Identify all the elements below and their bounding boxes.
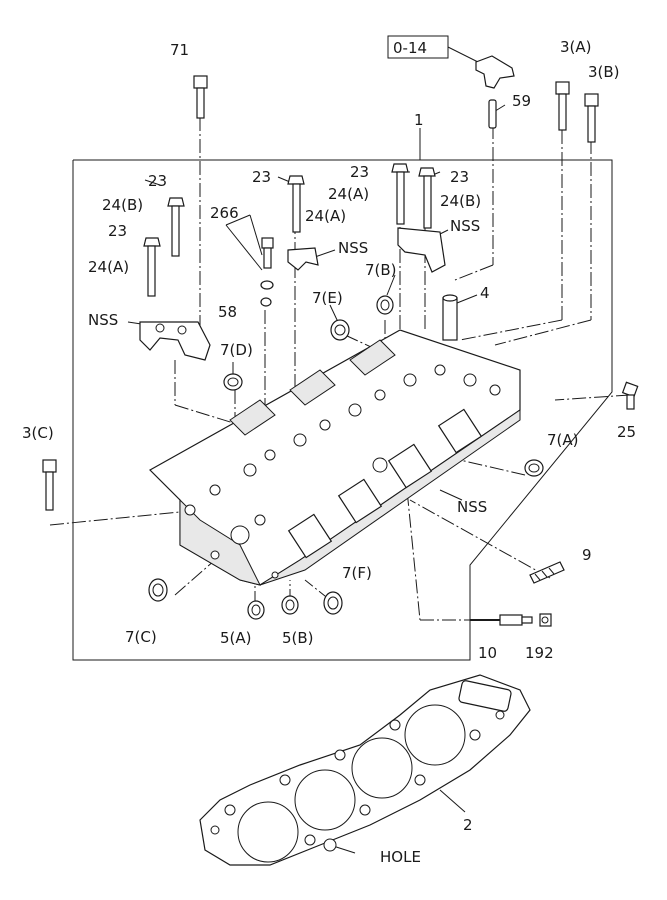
label-71: 71 <box>170 41 189 59</box>
label-7b: 7(B) <box>365 261 397 279</box>
plug-7e-icon <box>330 319 350 341</box>
glow-plug-10-icon <box>470 614 533 626</box>
plug-7b-icon <box>376 295 394 315</box>
o-ring-upper-icon <box>260 280 274 290</box>
stud-24a-left-icon <box>143 237 161 297</box>
label-7e: 7(E) <box>312 289 343 307</box>
label-23-left-top: 23 <box>148 172 167 190</box>
plug-7c-icon <box>148 578 168 602</box>
screw-266-icon <box>261 237 274 269</box>
label-24a-top: 24(A) <box>328 185 369 203</box>
stud-9-icon <box>529 561 565 584</box>
label-266: 266 <box>210 204 239 222</box>
group-outline <box>72 159 613 661</box>
ref-box-label: 0-14 <box>393 39 427 57</box>
label-10: 10 <box>478 644 497 662</box>
label-192: 192 <box>525 644 554 662</box>
label-1: 1 <box>414 111 424 129</box>
label-nss-mid: NSS <box>338 239 368 257</box>
plug-7a-icon <box>524 459 544 477</box>
label-7a: 7(A) <box>547 431 579 449</box>
label-hole: HOLE <box>380 848 421 866</box>
cam-cap-left-icon <box>139 321 211 361</box>
label-3a: 3(A) <box>560 38 592 56</box>
label-58: 58 <box>218 303 237 321</box>
label-25: 25 <box>617 423 636 441</box>
label-9: 9 <box>582 546 592 564</box>
cam-cap-top-icon <box>397 227 446 273</box>
bolt-71-icon <box>193 75 208 119</box>
label-7f: 7(F) <box>342 564 372 582</box>
bolt-3c-icon <box>42 459 57 511</box>
label-59: 59 <box>512 92 531 110</box>
o-ring-58-icon <box>260 297 272 307</box>
label-23-mid: 23 <box>252 168 271 186</box>
stud-24a-top-icon <box>391 163 409 225</box>
label-24a-mid: 24(A) <box>305 207 346 225</box>
label-5a: 5(A) <box>220 629 252 647</box>
leader-lines <box>127 104 506 854</box>
label-23-left-mid: 23 <box>108 222 127 240</box>
valve-guide-4-icon <box>442 294 458 341</box>
stud-24b-top-icon <box>418 167 436 229</box>
label-23-top-right: 23 <box>450 168 469 186</box>
bracket-part-icon <box>475 55 515 89</box>
label-3c: 3(C) <box>22 424 54 442</box>
label-7c: 7(C) <box>125 628 157 646</box>
plug-7f-icon <box>323 591 343 615</box>
bolt-3a-icon <box>555 81 570 131</box>
label-nss-left: NSS <box>88 311 118 329</box>
label-3b: 3(B) <box>588 63 620 81</box>
label-5b: 5(B) <box>282 629 314 647</box>
head-gasket-icon <box>199 674 531 866</box>
label-24b-left: 24(B) <box>102 196 143 214</box>
part-labels: 71 3(A) 3(B) 59 1 23 24(B) 23 24(A) 23 2… <box>22 38 636 866</box>
label-nss-top: NSS <box>450 217 480 235</box>
stud-24a-mid-icon <box>287 175 305 233</box>
bolt-25-icon <box>621 381 639 410</box>
plug-5b-icon <box>281 595 299 615</box>
plug-7d-icon <box>223 373 243 391</box>
label-24b-top: 24(B) <box>440 192 481 210</box>
cam-cap-mid-icon <box>287 247 319 271</box>
label-4: 4 <box>480 284 490 302</box>
plug-5a-icon <box>247 600 265 620</box>
label-23-top-left: 23 <box>350 163 369 181</box>
label-24a-left: 24(A) <box>88 258 129 276</box>
stud-24b-left-icon <box>167 197 185 257</box>
label-7d: 7(D) <box>220 341 253 359</box>
cylinder-head-icon <box>149 329 521 586</box>
nut-192-icon <box>539 613 552 627</box>
label-nss-front: NSS <box>457 498 487 516</box>
bolt-3b-icon <box>584 93 599 143</box>
pin-59-icon <box>488 99 497 129</box>
label-2: 2 <box>463 816 473 834</box>
